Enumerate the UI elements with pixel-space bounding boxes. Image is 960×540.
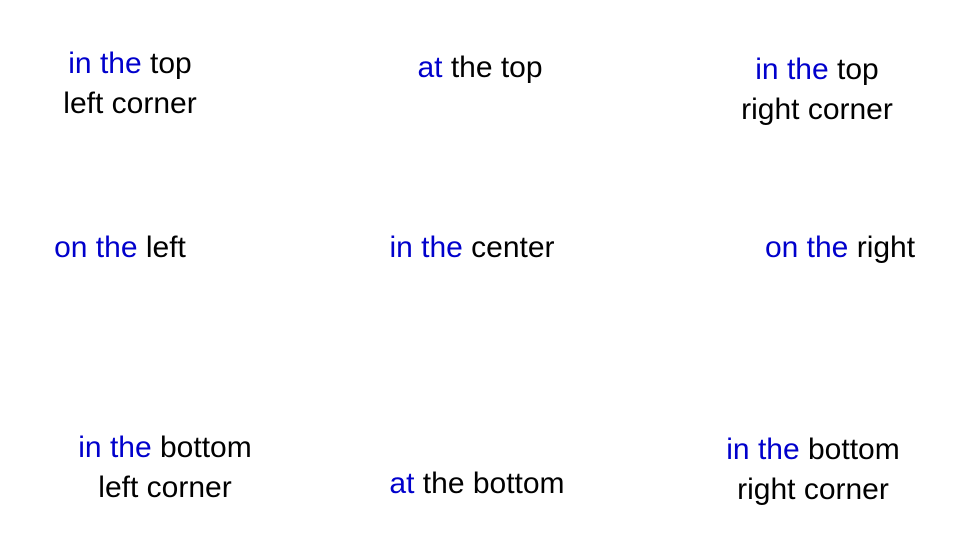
label-line: at the top [380,48,580,88]
keyword-text: in the [78,431,152,464]
keyword-text: in the [389,231,463,264]
label-line-2: left corner [98,471,232,504]
phrase-text: the bottom [422,467,565,500]
label-line: in the center [362,228,582,268]
keyword-text: in the [68,47,142,80]
keyword-text: at [417,51,443,84]
label-bottom-right: in the bottom right corner [698,430,928,510]
label-line-2: left corner [63,87,197,120]
phrase-text: center [471,231,555,264]
keyword-text: on the [764,231,849,264]
keyword-text: in the [755,53,829,86]
label-line: on the right [740,228,940,268]
label-line-2: right corner [741,93,893,126]
phrase-text: the top [450,51,543,84]
label-line: in the bottom [50,428,280,468]
label-line: at the bottom [362,464,592,504]
phrase-text: left [145,231,186,264]
label-top-right: in the top right corner [712,50,922,130]
label-top-center: at the top [380,48,580,88]
phrase-text: bottom [160,431,252,464]
phrase-text: right [856,231,916,264]
phrase-text: top [837,53,879,86]
label-line: on the left [30,228,210,268]
label-line: in the top [40,44,220,84]
keyword-text: in the [726,433,800,466]
label-middle-right: on the right [740,228,940,268]
label-middle-left: on the left [30,228,210,268]
label-bottom-center: at the bottom [362,464,592,504]
label-top-left: in the top left corner [40,44,220,124]
label-line: in the bottom [698,430,928,470]
keyword-text: on the [54,231,138,264]
keyword-text: at [389,467,415,500]
phrase-text: top [150,47,192,80]
label-line: in the top [712,50,922,90]
label-bottom-left: in the bottom left corner [50,428,280,508]
label-center: in the center [362,228,582,268]
phrase-text: bottom [808,433,900,466]
label-line-2: right corner [737,473,889,506]
